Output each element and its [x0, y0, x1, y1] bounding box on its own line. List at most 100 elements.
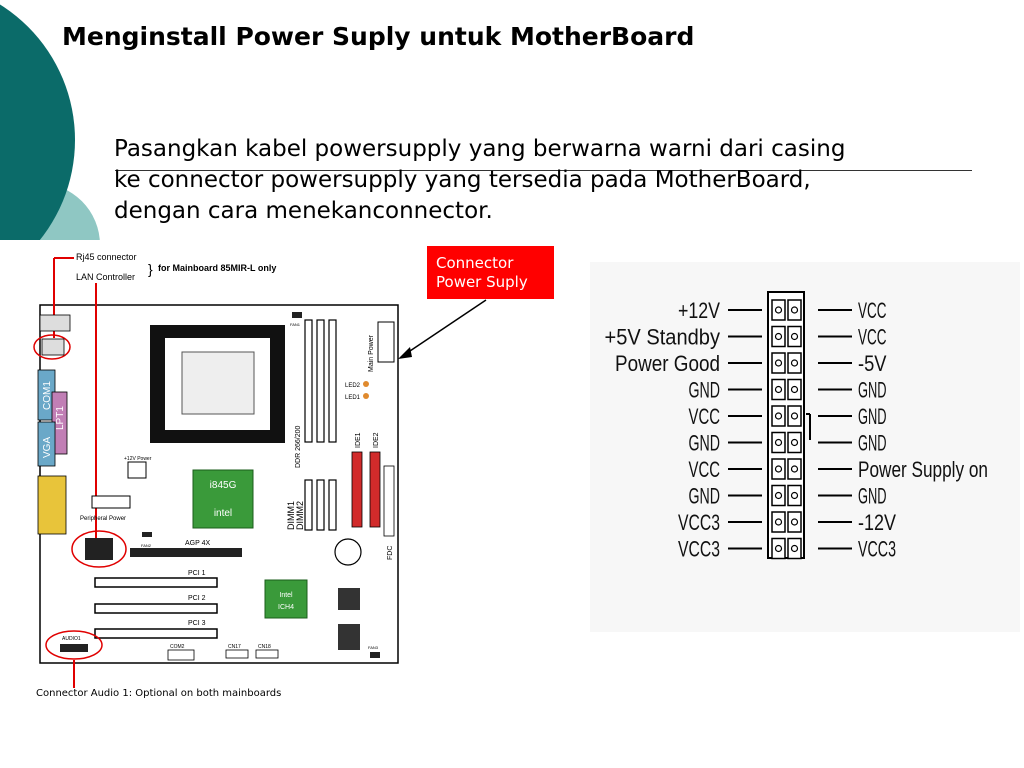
cn18-label: CN18: [258, 644, 271, 650]
atx-right-label: -5V: [858, 351, 887, 376]
atx-left-label: VCC3: [678, 537, 720, 562]
atx-pin: [771, 484, 786, 507]
atx-right-label: VCC: [858, 325, 887, 350]
com2-header: [167, 649, 195, 661]
ide2-connector: [369, 451, 381, 528]
atx-right-label: VCC: [858, 298, 887, 323]
motherboard-diagram: Rj45 connector LAN Controller } for Main…: [0, 240, 430, 690]
cmos-battery: [334, 538, 362, 566]
agp-slot: [130, 548, 242, 557]
cn18-header: [255, 649, 279, 659]
ide1-connector: [351, 451, 363, 528]
slide-body: Pasangkan kabel powersupply yang berwarn…: [114, 134, 954, 227]
south-bridge-chip: [264, 579, 308, 619]
atx-left-label: GND: [689, 431, 721, 456]
ide2-label: IDE2: [373, 432, 380, 448]
divider-line: [115, 170, 972, 171]
com1-label: COM1: [42, 381, 53, 410]
pci-slot-2: [94, 603, 218, 614]
atx-right-label: VCC3: [858, 537, 896, 562]
lan-label: LAN Controller: [76, 272, 135, 282]
rj45-marker: [33, 334, 71, 360]
atx-pin: [787, 484, 802, 507]
dimm-slot-3: [328, 319, 337, 443]
dimm2-label: DIMM2: [295, 501, 305, 530]
audio1-marker: [45, 630, 103, 660]
atx-pin: [771, 405, 786, 427]
fan3-header: [370, 652, 380, 658]
atx-right-label: GND: [858, 484, 887, 509]
atx-left-label: GND: [689, 484, 721, 509]
pci-slot-1: [94, 577, 218, 588]
pci1-label: PCI 1: [188, 570, 206, 577]
cn17-label: CN17: [228, 644, 241, 650]
fdc-label: FDC: [387, 546, 394, 560]
atx-left-label: Power Good: [615, 351, 720, 376]
brace-symbol: }: [148, 261, 153, 277]
io-chip: [338, 588, 360, 610]
atx-pin: [787, 325, 802, 348]
atx-left-label: +12V: [678, 298, 720, 323]
atx-left-label: GND: [689, 378, 721, 403]
atx-left-label: VCC: [689, 457, 721, 482]
dimm1-label: DIMM1: [286, 501, 296, 530]
atx-pin: [787, 511, 802, 533]
dimm-slot-2: [316, 319, 325, 443]
fan3-label: FAN3: [368, 645, 379, 650]
audio1-label: AUDIO1: [62, 636, 81, 642]
callout-line-1: Connector: [436, 254, 514, 272]
atx-right-label: GND: [858, 404, 887, 429]
atx-right-label: -12V: [858, 510, 896, 535]
rj45-port: [41, 338, 65, 356]
mainboard-note: for Mainboard 85MIR-L only: [158, 263, 276, 273]
fan2-label: FAN2: [141, 543, 152, 548]
dimm-slot-6: [328, 479, 337, 531]
atx-pin: [787, 299, 802, 321]
peripheral-power-connector: [91, 495, 131, 509]
atx-pin: [771, 537, 786, 560]
main-power-label: Main Power: [368, 334, 375, 372]
atx-pin: [771, 299, 786, 321]
vga-label: VGA: [42, 437, 53, 458]
atx-left-label: +5V Standby: [605, 325, 721, 350]
slide-title: Menginstall Power Suply untuk MotherBoar…: [62, 22, 695, 51]
led2-label: LED2: [345, 383, 361, 389]
atx-pin: [787, 431, 802, 454]
callout-arrow: [398, 299, 487, 359]
com2-label: COM2: [170, 644, 185, 650]
plus12v-label: +12V Power: [124, 456, 152, 462]
south-bridge-line1: Intel: [279, 592, 293, 599]
atx-pin: [771, 458, 786, 480]
ddr-label: DDR 266/200: [295, 425, 302, 468]
vga-port: [37, 421, 56, 467]
atx-left-label: VCC: [689, 404, 721, 429]
atx-right-label: GND: [858, 431, 887, 456]
body-line-2: ke connector powersupply yang tersedia p…: [114, 167, 811, 193]
main-power-connector: [377, 321, 395, 363]
fan2-header: [142, 532, 152, 537]
atx-pin: [787, 458, 802, 480]
atx-pin: [771, 431, 786, 454]
atx-pin: [771, 511, 786, 533]
atx-left-label: VCC3: [678, 510, 720, 535]
led1-label: LED1: [345, 395, 361, 401]
lan-chip: [85, 538, 113, 560]
south-bridge-line2: ICH4: [278, 604, 294, 611]
fdc-connector: [383, 465, 395, 537]
fan1-label: FAN1: [290, 322, 301, 327]
pci2-label: PCI 2: [188, 595, 206, 602]
ide1-label: IDE1: [355, 432, 362, 448]
agp-label: AGP 4X: [185, 540, 210, 547]
atx-pin: [771, 325, 786, 348]
atx-right-label: Power Supply on: [858, 457, 988, 482]
audio-jacks: [37, 475, 67, 535]
north-bridge-chip: [192, 469, 254, 529]
north-bridge-line1: i845G: [210, 480, 237, 491]
atx-pin: [787, 378, 802, 401]
audio-caption: Connector Audio 1: Optional on both main…: [36, 688, 282, 699]
atx-pin: [787, 405, 802, 427]
peripheral-power-label: Peripheral Power: [80, 516, 126, 522]
cn17-header: [225, 649, 249, 659]
atx-pin: [771, 378, 786, 401]
